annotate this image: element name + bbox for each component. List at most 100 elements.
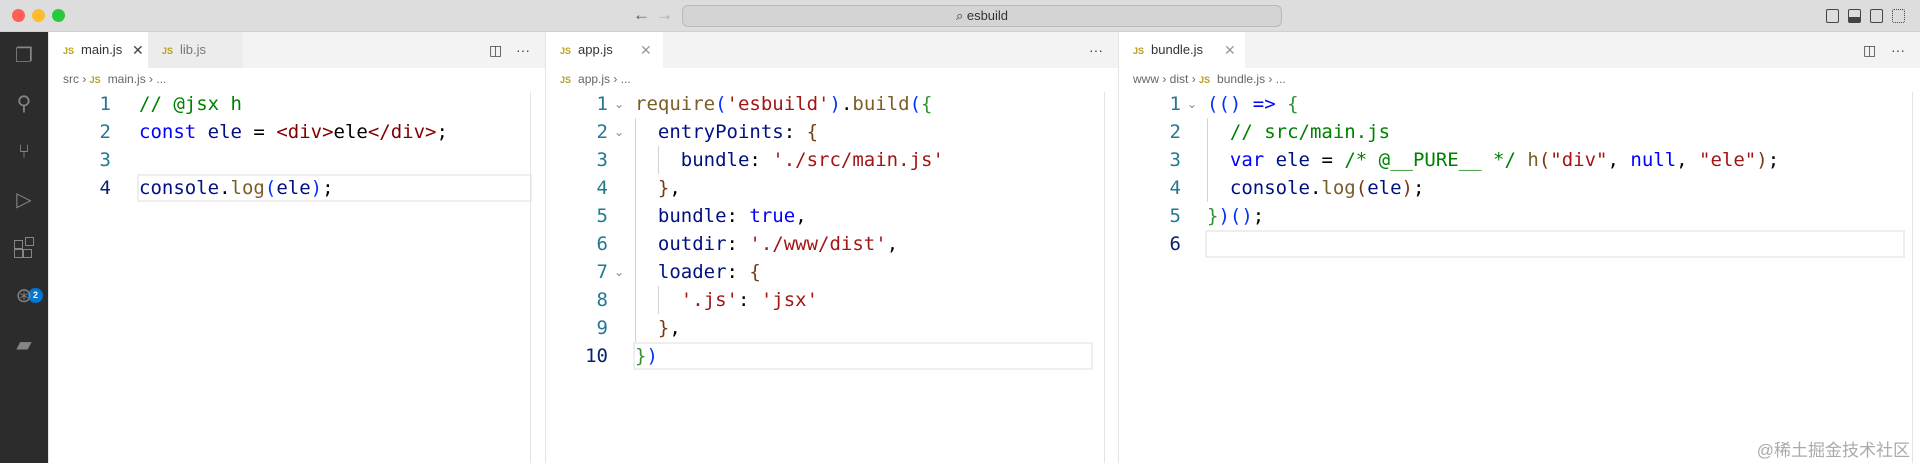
code-token: ele — [207, 121, 242, 143]
code-line[interactable]: 10}) — [546, 342, 1118, 370]
code-line[interactable]: 5 bundle: true, — [546, 202, 1118, 230]
run-debug-icon[interactable]: ▷ — [16, 189, 32, 211]
code-line[interactable]: 1// @jsx h — [49, 90, 545, 118]
toggle-secondary-sidebar-icon[interactable] — [1870, 9, 1883, 23]
code-text: (() => { — [1207, 90, 1299, 118]
indent-guide — [635, 202, 636, 230]
code-token: entryPoints — [657, 121, 784, 143]
breadcrumb-item[interactable]: ... — [1275, 72, 1286, 86]
line-number: 2 — [1169, 121, 1181, 143]
breadcrumb-item[interactable]: ... — [156, 72, 167, 86]
line-number: 3 — [596, 149, 608, 171]
code-line[interactable]: 7⌄ loader: { — [546, 258, 1118, 286]
fold-chevron-icon[interactable]: ⌄ — [614, 265, 625, 279]
back-arrow-icon[interactable]: ← — [633, 5, 650, 24]
code-editor[interactable]: 1⌄require('esbuild').build({2⌄ entryPoin… — [546, 87, 1118, 463]
code-token: ) — [829, 93, 841, 115]
code-line[interactable]: 4 console.log(ele); — [1119, 174, 1920, 202]
close-tab-icon[interactable]: ✕ — [1224, 42, 1236, 58]
code-token: : — [749, 149, 773, 171]
extensions-icon[interactable] — [12, 237, 36, 261]
breadcrumb-item[interactable]: www — [1133, 72, 1159, 86]
source-control-icon[interactable]: ⑂ — [18, 141, 30, 163]
code-token: , — [886, 233, 899, 255]
code-text: // @jsx h — [139, 90, 242, 118]
search-icon[interactable]: ⚲ — [16, 93, 32, 115]
code-line[interactable]: 3 bundle: './src/main.js' — [546, 146, 1118, 174]
search-icon: ⌕ — [955, 8, 967, 23]
code-line[interactable]: 3 var ele = /* @__PURE__ */ h("div", nul… — [1119, 146, 1920, 174]
toggle-panel-icon[interactable] — [1848, 9, 1861, 23]
docker-icon[interactable]: ▰ — [16, 334, 32, 356]
code-line[interactable]: 5})(); — [1119, 202, 1920, 230]
code-token — [1516, 149, 1527, 171]
scrollbar[interactable] — [1104, 92, 1105, 463]
code-token — [635, 233, 658, 255]
code-token: var — [1229, 149, 1265, 171]
code-line[interactable]: 4 }, — [546, 174, 1118, 202]
toggle-sidebar-icon[interactable] — [1826, 9, 1839, 23]
scrollbar[interactable] — [530, 92, 531, 463]
code-token: // src/main.js — [1229, 121, 1391, 143]
code-token: } — [657, 177, 670, 199]
code-line[interactable]: 3 — [49, 146, 545, 174]
indent-guide — [635, 118, 636, 146]
close-tab-icon[interactable]: ✕ — [640, 42, 652, 58]
code-line[interactable]: 6 — [1119, 230, 1920, 258]
breadcrumb-item[interactable]: src — [63, 72, 79, 86]
code-token: loader — [657, 261, 727, 283]
scrollbar[interactable] — [1912, 92, 1913, 463]
close-window-button[interactable] — [12, 9, 25, 22]
fold-chevron-icon[interactable]: ⌄ — [1187, 97, 1198, 111]
split-editor-icon[interactable]: ◫ — [1863, 42, 1877, 58]
code-token: ele — [1367, 177, 1402, 199]
code-token: { — [749, 261, 761, 283]
explorer-icon[interactable]: ❐ — [15, 45, 33, 67]
minimize-window-button[interactable] — [32, 9, 45, 22]
maximize-window-button[interactable] — [52, 9, 65, 22]
breadcrumb-item[interactable]: main.js — [107, 72, 146, 86]
breadcrumb-item[interactable]: bundle.js — [1217, 72, 1266, 86]
extensions-badge: 2 — [28, 288, 43, 303]
code-token: : — [726, 205, 750, 227]
code-token: "ele" — [1699, 149, 1757, 171]
code-line[interactable]: 1⌄require('esbuild').build({ — [546, 90, 1118, 118]
code-line[interactable]: 9 }, — [546, 314, 1118, 342]
code-text: entryPoints: { — [635, 118, 818, 146]
breadcrumb-item[interactable]: dist — [1169, 72, 1189, 86]
command-center-search[interactable]: ⌕ esbuild — [682, 5, 1282, 27]
fold-chevron-icon[interactable]: ⌄ — [614, 97, 625, 111]
breadcrumb-item[interactable]: app.js — [578, 72, 611, 86]
code-token: ele — [1275, 149, 1310, 171]
split-editor-icon[interactable]: ◫ — [489, 42, 503, 58]
close-tab-icon[interactable]: ✕ — [132, 42, 144, 58]
customize-layout-icon[interactable] — [1892, 9, 1905, 23]
code-token: ; — [1252, 205, 1265, 227]
git-graph-icon[interactable]: ⊛ — [15, 285, 33, 307]
more-actions-icon[interactable]: ··· — [1089, 42, 1103, 58]
code-token: log — [230, 177, 265, 199]
line-number: 6 — [1169, 233, 1181, 255]
forward-arrow-icon[interactable]: → — [656, 5, 673, 24]
fold-chevron-icon[interactable]: ⌄ — [614, 125, 625, 139]
more-actions-icon[interactable]: ··· — [1891, 42, 1905, 58]
code-token: { — [1287, 93, 1299, 115]
code-line[interactable]: 6 outdir: './www/dist', — [546, 230, 1118, 258]
more-actions-icon[interactable]: ··· — [516, 42, 530, 58]
code-line[interactable]: 8 '.js': 'jsx' — [546, 286, 1118, 314]
title-bar: ← → ⌕ esbuild — [0, 0, 1920, 32]
code-line[interactable]: 2 // src/main.js — [1119, 118, 1920, 146]
code-line[interactable]: 1⌄(() => { — [1119, 90, 1920, 118]
code-line[interactable]: 2⌄ entryPoints: { — [546, 118, 1118, 146]
breadcrumb-item[interactable]: ... — [620, 72, 631, 86]
